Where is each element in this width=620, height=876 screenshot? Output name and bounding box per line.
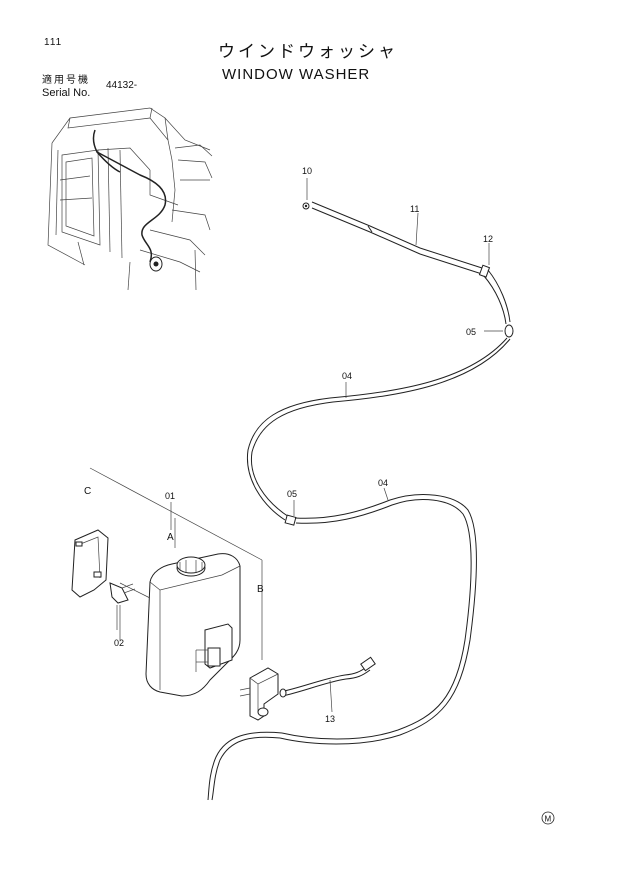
callout-b: B	[257, 584, 264, 595]
part-label-04-upper: 04	[342, 371, 352, 381]
reference-lines	[89, 467, 263, 660]
washer-tank-part-01	[145, 553, 241, 697]
part-label-10: 10	[302, 166, 312, 176]
callout-c: C	[84, 486, 91, 497]
serial-label: Serial No.	[42, 87, 91, 99]
washer-hoses	[207, 201, 514, 801]
washer-pump	[239, 667, 279, 721]
serial-label-japanese: 適用号機	[42, 75, 90, 86]
page-number: 111	[44, 37, 63, 48]
clip-part-12	[478, 264, 491, 278]
manufacturer-mark: M	[541, 811, 555, 825]
part-label-13: 13	[325, 714, 335, 724]
wire-harness-13	[279, 656, 376, 698]
serial-number-value: 44132-	[106, 80, 138, 91]
cab-inset-illustration	[47, 107, 213, 291]
part-label-12: 12	[483, 234, 493, 244]
joint-part-05-upper	[504, 324, 514, 338]
part-label-05-lower: 05	[287, 489, 297, 499]
part-label-11: 11	[410, 204, 419, 214]
leader-lines	[119, 178, 503, 713]
nozzle-part-10	[302, 202, 310, 210]
callout-a: A	[167, 532, 174, 543]
part-label-04-lower: 04	[378, 478, 388, 488]
part-label-01: 01	[165, 491, 175, 501]
page-title-japanese: ウインドウォッシャ	[218, 42, 398, 62]
part-label-02: 02	[114, 638, 124, 648]
joint-part-05-lower	[284, 514, 297, 526]
manufacturer-mark-letter: M	[545, 815, 552, 824]
tank-bracket	[71, 529, 109, 598]
part-label-05-upper: 05	[466, 327, 476, 337]
page-title-english: WINDOW WASHER	[222, 66, 371, 83]
bolt-part-02	[109, 582, 136, 630]
